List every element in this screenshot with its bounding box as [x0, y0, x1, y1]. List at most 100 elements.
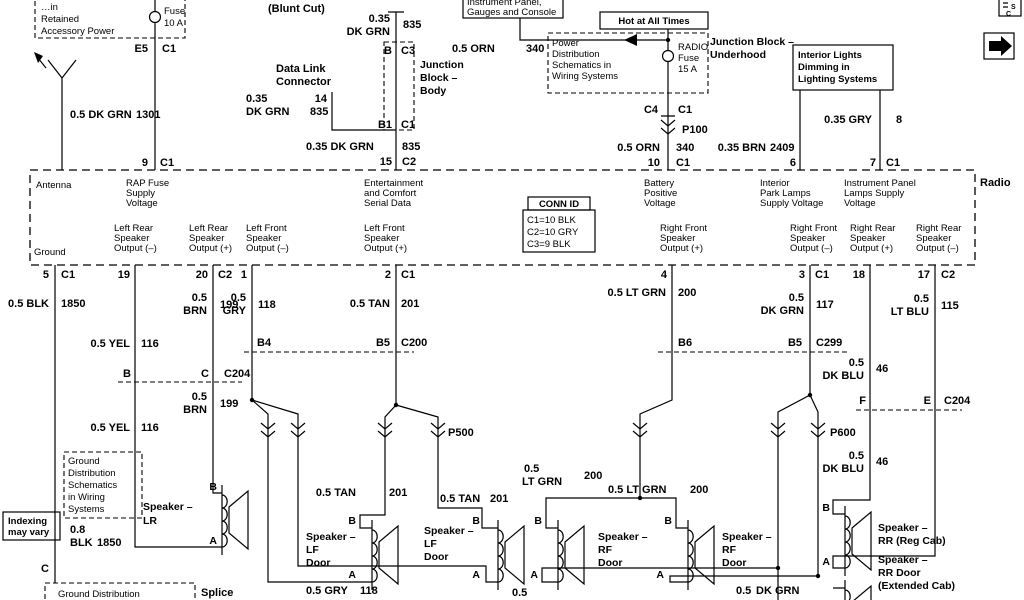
wire-label: 0.5	[789, 292, 804, 304]
wire-label: 0.35 BRN	[718, 142, 766, 154]
radio-function: Voltage	[844, 198, 876, 209]
component-box-label: Interior Lights	[798, 50, 862, 61]
wire-circuit: 116	[141, 338, 159, 350]
wire-circuit: 200	[584, 470, 602, 482]
ground-dist-label: Distribution	[68, 468, 116, 479]
power-dist-label: Wiring Systems	[552, 71, 618, 82]
speaker-label: (Extended Cab)	[878, 580, 955, 592]
terminal-label: B	[822, 502, 830, 514]
wire-circuit: 835	[310, 106, 328, 118]
component-box-label: Instrument Panel,	[467, 0, 541, 8]
radio-function: Speaker	[660, 233, 695, 244]
connector-cavity: B6	[678, 337, 692, 349]
wire-label: 0.5 ORN	[452, 43, 495, 55]
speaker-label: LF	[306, 544, 319, 556]
radio-function: Battery	[644, 178, 674, 189]
wire-circuit: 340	[526, 43, 544, 55]
wire-circuit: 116	[141, 422, 159, 434]
speaker-label: Speaker –	[598, 531, 648, 543]
speaker-rf-door-symbol	[687, 519, 715, 591]
wire-circuit: 340	[676, 142, 694, 154]
terminal-label: B	[348, 515, 356, 527]
speaker-label: Door	[424, 551, 449, 563]
junction-block-label: Junction	[420, 59, 464, 71]
junction-block-label: Block –	[420, 72, 458, 84]
connector-cavity: B	[384, 45, 392, 57]
terminal-label: A	[209, 535, 217, 547]
wire-circuit: 201	[389, 487, 407, 499]
speaker-label: Door	[598, 557, 623, 569]
wire-circuit: 1850	[61, 298, 85, 310]
wire-label: DK GRN	[756, 585, 799, 597]
radio-function: Speaker	[114, 233, 149, 244]
fuse-label: Fuse	[678, 53, 699, 64]
left-front-speaker-net	[244, 265, 525, 591]
wire-circuit: 201	[401, 298, 419, 310]
connector-id: C204	[944, 395, 971, 407]
radio-function: Antenna	[36, 180, 72, 191]
connector-cavity: B5	[788, 337, 802, 349]
connector-id: C1	[162, 43, 176, 55]
speaker-label: Door	[722, 557, 747, 569]
ground-net	[2, 265, 196, 600]
pin-number: 3	[799, 269, 805, 281]
wire-label: 0.5 LT GRN	[608, 484, 667, 496]
connector-id: C1	[61, 269, 75, 281]
speaker-label: Door	[306, 557, 331, 569]
wire-label: 0.5	[849, 450, 864, 462]
radio-function: Right Rear	[850, 223, 895, 234]
radio-function: Voltage	[126, 198, 158, 209]
conn-id-row: C1=10 BLK	[527, 215, 577, 226]
wire-label: 0.5	[192, 391, 207, 403]
speaker-lr-symbol	[221, 484, 249, 556]
wire-circuit: 46	[876, 363, 888, 375]
wire-circuit: 835	[402, 141, 420, 153]
rap-note-line: Retained	[41, 14, 79, 25]
rap-fuse-branch	[34, 0, 186, 170]
ground-dist-label: Systems	[68, 504, 105, 515]
wire-label: 0.35	[369, 13, 390, 25]
radio-function: Output (–)	[916, 243, 959, 254]
wire-label: 0.5 BLK	[8, 298, 49, 310]
radio-function: Output (+)	[660, 243, 703, 254]
radio-function: Supply Voltage	[760, 198, 823, 209]
connector-id: C2	[218, 269, 232, 281]
radio-function: Output (–)	[114, 243, 157, 254]
ground-dist-label: Ground	[68, 456, 100, 467]
arrow-left-icon	[624, 34, 637, 46]
radio-function: Speaker	[364, 233, 399, 244]
connector-cavity: E5	[135, 43, 148, 55]
wire-label: DK BLU	[822, 463, 864, 475]
wire-label: BLK	[70, 537, 93, 549]
pin-number: 4	[661, 269, 668, 281]
radio-function: Right Rear	[916, 223, 961, 234]
wire-label: 0.5 TAN	[440, 493, 480, 505]
radio-function: Output (+)	[189, 243, 232, 254]
radio-function: RAP Fuse	[126, 178, 169, 189]
pin-number: 9	[142, 157, 148, 169]
connector-cavity: C	[201, 368, 209, 380]
radio-function: Output (–)	[790, 243, 833, 254]
wire-label: LT BLU	[891, 306, 929, 318]
component-box-label: Lighting Systems	[798, 74, 877, 85]
speaker-label: Speaker –	[424, 525, 474, 537]
conn-id-row: C2=10 GRY	[527, 227, 579, 238]
speaker-rr-door-ext-cab-symbol	[844, 579, 872, 600]
connector-id: P100	[682, 124, 708, 136]
connector-cavity: B5	[376, 337, 390, 349]
radio-component-box	[29, 169, 976, 266]
wire-circuit: 46	[876, 456, 888, 468]
corner-mark-c: C	[1006, 11, 1011, 18]
connector-id: C299	[816, 337, 842, 349]
wire-label: 0.35 GRY	[824, 114, 873, 126]
ground-dist-label: in Wiring	[68, 492, 105, 503]
next-page-arrow-icon	[989, 36, 1012, 56]
wire-label: LT GRN	[522, 476, 562, 488]
component-title: Radio	[980, 177, 1011, 189]
connector-id: C1	[886, 157, 900, 169]
connector-cavity: B1	[378, 119, 392, 131]
wire-label: 0.5 TAN	[350, 298, 390, 310]
terminal-label: B	[209, 481, 217, 493]
power-dist-label: Power	[552, 38, 579, 49]
radio-function: Positive	[644, 188, 677, 199]
